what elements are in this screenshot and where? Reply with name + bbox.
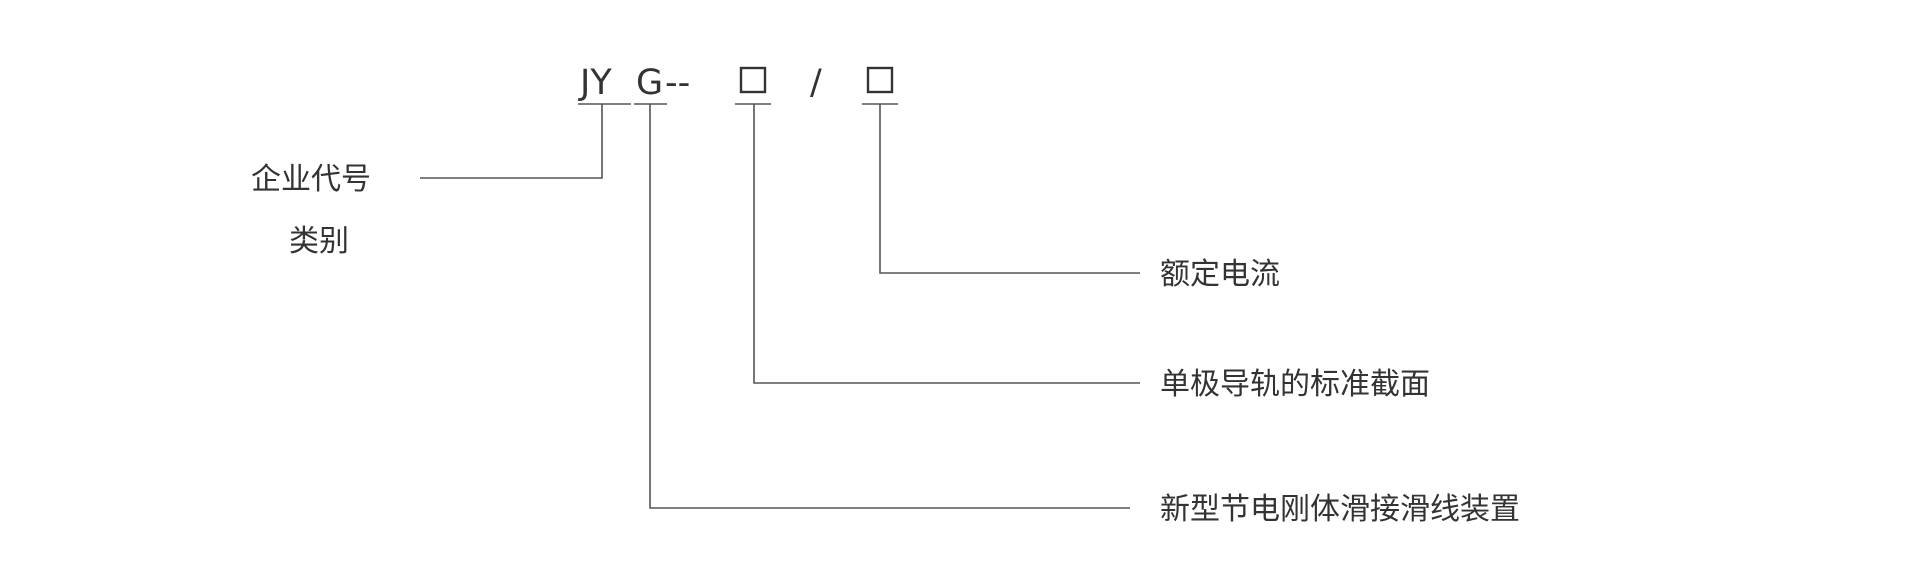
leader-device-name <box>649 104 1130 509</box>
label-rated-current: 额定电流 <box>1160 257 1280 292</box>
label-device-name: 新型节电刚体滑接滑线装置 <box>1160 492 1520 527</box>
leader-enterprise-code <box>420 104 603 179</box>
label-category: 类别 <box>289 224 349 259</box>
code-jy: JY <box>578 63 612 103</box>
leader-cross-section <box>753 104 1140 384</box>
label-cross-section: 单极导轨的标准截面 <box>1160 367 1430 402</box>
code-slash: / <box>810 63 822 103</box>
code-g: G <box>636 63 663 103</box>
label-enterprise-code: 企业代号 <box>251 162 371 197</box>
placeholder-box-cross-section <box>739 66 767 94</box>
code-dashes: -- <box>665 63 690 103</box>
placeholder-box-rated-current <box>866 66 894 94</box>
leader-rated-current <box>879 104 1140 274</box>
